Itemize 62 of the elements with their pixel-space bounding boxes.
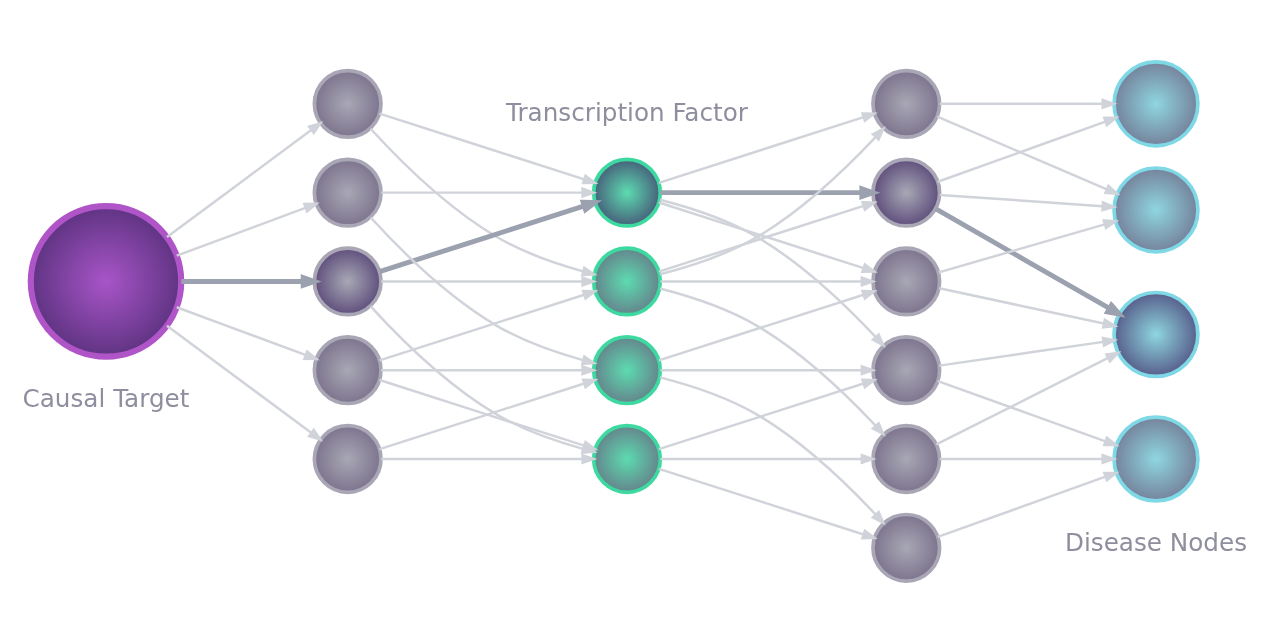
arrow: [659, 375, 886, 526]
node-circle: [871, 157, 942, 228]
arrow: [935, 350, 1122, 446]
arrow: [378, 199, 603, 274]
arrow: [181, 273, 322, 289]
node-circle: [312, 68, 383, 139]
arrow: [658, 378, 878, 450]
arrow: [176, 202, 320, 257]
node-circle: [871, 68, 942, 139]
arrow: [660, 184, 881, 200]
node-circle: [27, 202, 185, 360]
node-circle: [591, 334, 663, 405]
arrow: [381, 452, 598, 465]
arrow: [934, 206, 1126, 318]
arrow: [660, 364, 877, 376]
arrow: [939, 193, 1118, 212]
arrow: [658, 111, 878, 184]
arrow: [939, 335, 1119, 367]
arrow: [659, 198, 886, 348]
arrow: [936, 115, 1121, 195]
arrow: [658, 200, 878, 273]
arrow: [939, 452, 1118, 465]
arrow: [658, 289, 878, 362]
arrow: [939, 97, 1118, 109]
arrow: [381, 364, 598, 376]
arrow: [166, 324, 324, 442]
arrow: [381, 275, 598, 287]
node-circle: [591, 423, 663, 494]
arrow: [176, 305, 320, 360]
node-circle: [312, 157, 383, 228]
arrow: [381, 186, 598, 198]
node-label: Transcription Factor: [506, 97, 748, 127]
node-circle: [591, 157, 663, 228]
node-circle: [871, 334, 942, 405]
arrow: [937, 379, 1120, 446]
node-circle: [591, 245, 663, 317]
arrow: [660, 452, 877, 465]
node-circle: [312, 334, 383, 405]
arrow: [379, 112, 599, 184]
arrow: [369, 127, 598, 277]
node-circle: [1112, 165, 1200, 254]
arrow: [659, 286, 886, 437]
node-label: Disease Nodes: [1064, 527, 1247, 557]
node-circle: [871, 245, 942, 317]
arrow: [369, 216, 598, 365]
node-circle: [1112, 414, 1200, 503]
node-label: Causal Target: [22, 383, 190, 413]
arrow: [937, 471, 1120, 538]
node-circle: [871, 423, 942, 494]
arrow: [659, 125, 886, 275]
node-circle: [312, 245, 383, 317]
arrow: [938, 218, 1120, 274]
arrow: [660, 275, 877, 287]
node-circle: [1112, 290, 1200, 378]
node-circle: [1112, 59, 1200, 148]
arrow: [379, 289, 599, 362]
node-circle: [871, 512, 942, 583]
arrow: [166, 120, 324, 238]
node-circle: [312, 423, 383, 494]
arrow: [937, 116, 1120, 183]
arrow: [939, 286, 1119, 329]
arrow: [658, 467, 878, 539]
